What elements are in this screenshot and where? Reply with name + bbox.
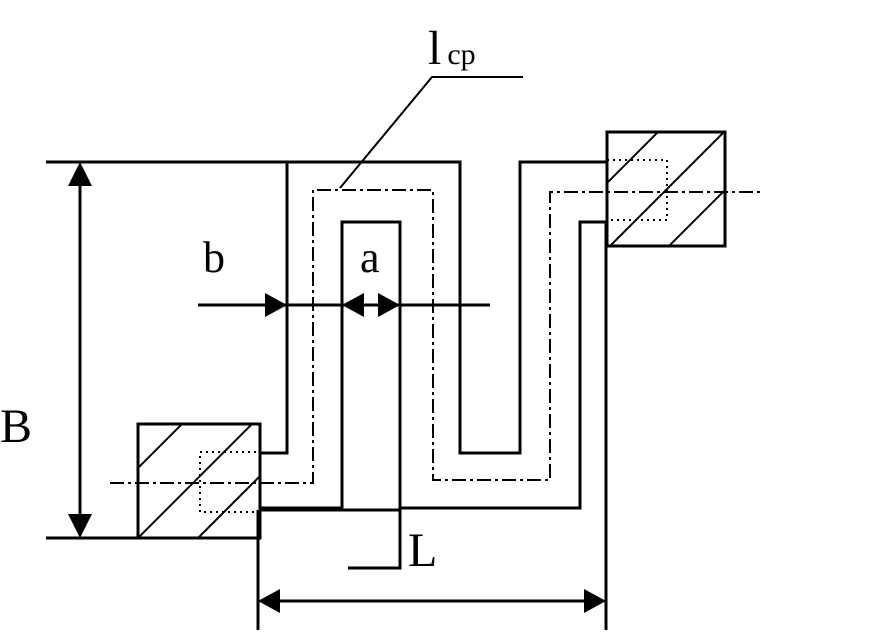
meander-outer-edge bbox=[260, 508, 402, 570]
centerline-path bbox=[110, 189, 762, 484]
label-b: b bbox=[203, 233, 225, 282]
label-B: B bbox=[0, 400, 32, 453]
left-contact-pad bbox=[136, 422, 262, 540]
dimension-b-a bbox=[198, 293, 490, 317]
label-a: a bbox=[360, 233, 380, 282]
dimension-L bbox=[256, 222, 608, 630]
lcp-leader-line bbox=[339, 76, 523, 189]
label-L: L bbox=[408, 524, 437, 577]
dimension-B bbox=[46, 160, 287, 540]
meander-outline bbox=[260, 160, 607, 510]
right-contact-pad bbox=[605, 130, 727, 248]
